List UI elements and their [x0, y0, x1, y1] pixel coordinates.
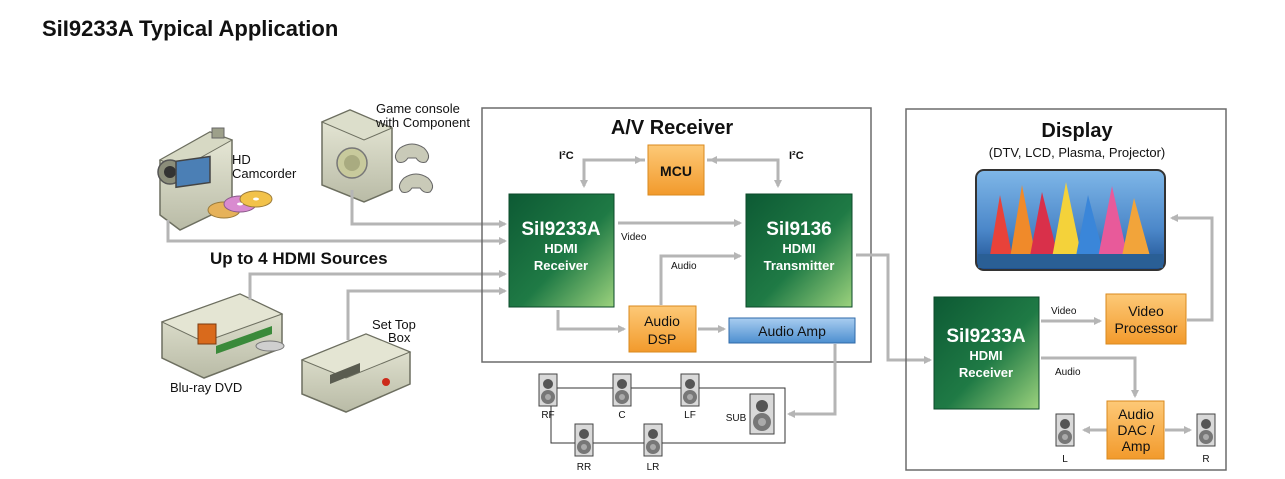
camcorder-label-2: Camcorder: [232, 166, 297, 181]
display-box: [905, 108, 1227, 471]
transmitter-chip-line3: Transmitter: [764, 258, 835, 273]
display-audio-label: Audio: [1055, 367, 1081, 378]
speaker-rf-label: RF: [541, 410, 554, 421]
speaker-lf-label: LF: [684, 410, 696, 421]
av-audio-label: Audio: [671, 261, 697, 272]
audio-dac-label-3: Amp: [1122, 438, 1151, 454]
av-receiver-chip-line3: Receiver: [534, 258, 588, 273]
discs-icon: [207, 190, 273, 219]
speaker-left-label: L: [1062, 454, 1068, 465]
speaker-c-icon: [612, 373, 632, 407]
audio-dsp-label-1: Audio: [644, 313, 680, 329]
display-receiver-chip-line2: HDMI: [969, 348, 1002, 363]
display-subtitle: (DTV, LCD, Plasma, Projector): [989, 145, 1166, 160]
speaker-wiring-frame: [550, 387, 786, 444]
video-processor-label-2: Processor: [1114, 320, 1177, 336]
speaker-lr-icon: [643, 423, 663, 457]
mcu-label: MCU: [660, 163, 692, 179]
camcorder-label-1: HD: [232, 152, 251, 167]
audio-dac-label-2: DAC /: [1117, 422, 1154, 438]
speaker-rr-label: RR: [577, 462, 591, 473]
audio-amp-label: Audio Amp: [758, 323, 826, 339]
bluray-player-icon: [160, 293, 285, 379]
display-video-label: Video: [1051, 306, 1077, 317]
source-connections: [166, 190, 507, 340]
i2c-right-label: I²C: [789, 150, 804, 162]
transmitter-chip-line2: HDMI: [782, 241, 815, 256]
set-top-box-label-1: Set Top: [372, 317, 416, 332]
i2c-left-label: I²C: [559, 150, 574, 162]
game-console-label-2: with Component: [375, 115, 470, 130]
av-video-label: Video: [621, 232, 647, 243]
mcu-block: [647, 144, 705, 196]
speaker-right-icon: [1196, 413, 1216, 447]
video-processor-block: [1105, 293, 1187, 345]
display-receiver-chip-name: SiI9233A: [946, 326, 1025, 347]
av-receiver-chip-line2: HDMI: [544, 241, 577, 256]
av-receiver-chip: [508, 193, 615, 308]
speaker-rr-icon: [574, 423, 594, 457]
audio-amp-block: [728, 317, 856, 344]
av-receiver-box: [481, 107, 872, 363]
video-processor-label-1: Video: [1128, 303, 1164, 319]
display-connections: [1041, 214, 1214, 434]
av-receiver-title: A/V Receiver: [611, 117, 734, 139]
speaker-lf-icon: [680, 373, 700, 407]
gamepad-icon: [394, 143, 434, 193]
speaker-c-label: C: [618, 410, 625, 421]
av-receiver-chip-name: SiI9233A: [521, 219, 600, 240]
transmitter-chip: [745, 193, 853, 308]
display-screen-image: [975, 169, 1166, 271]
game-console-icon: [320, 109, 394, 203]
display-receiver-chip-line3: Receiver: [959, 365, 1013, 380]
set-top-box-icon: [300, 333, 412, 413]
game-console-label-1: Game console: [376, 101, 460, 116]
speaker-rf-icon: [538, 373, 558, 407]
speaker-right-label: R: [1202, 454, 1209, 465]
page-title: SiI9233A Typical Application: [42, 16, 338, 41]
audio-dsp-block: [628, 305, 697, 353]
display-title: Display: [1041, 120, 1113, 142]
camcorder-icon: [157, 127, 234, 231]
bluray-label: Blu-ray DVD: [170, 380, 242, 395]
audio-dsp-label-2: DSP: [648, 331, 677, 347]
speaker-sub-label: SUB: [726, 413, 747, 424]
speaker-sub-icon: [749, 393, 775, 435]
av-receiver-connections: [556, 156, 932, 418]
speaker-lr-label: LR: [647, 462, 660, 473]
audio-dac-label-1: Audio: [1118, 406, 1154, 422]
speakers: [538, 373, 775, 457]
audio-dac-block: [1106, 400, 1165, 460]
set-top-box-label-2: Box: [388, 330, 411, 345]
transmitter-chip-name: SiI9136: [766, 219, 832, 240]
display-receiver-chip: [933, 296, 1040, 410]
speaker-left-icon: [1055, 413, 1075, 447]
hdmi-sources-label: Up to 4 HDMI Sources: [210, 249, 388, 268]
